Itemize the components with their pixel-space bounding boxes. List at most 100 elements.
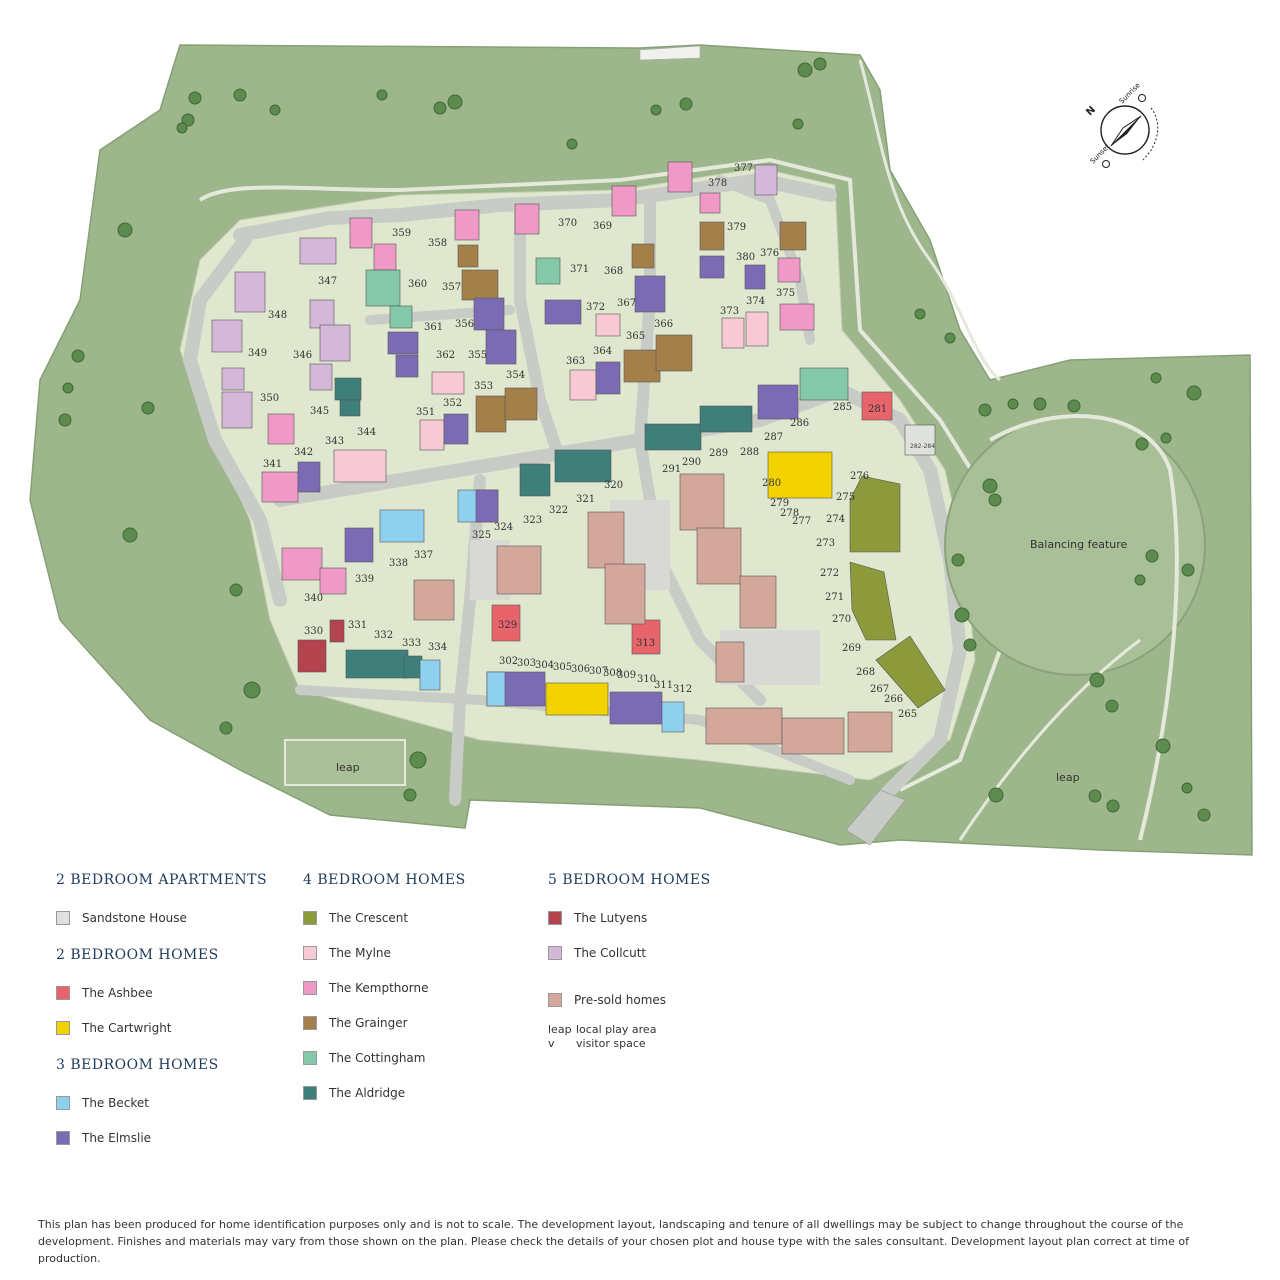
plot-label: 378 xyxy=(708,178,727,189)
plot-label: 333 xyxy=(402,638,421,649)
plot-label: 309 xyxy=(617,670,636,681)
legend-heading: 2 BEDROOM HOMES xyxy=(56,947,219,963)
plot-label: 272 xyxy=(820,568,839,579)
legend-swatch xyxy=(303,1015,317,1030)
plot-label: 366 xyxy=(654,319,673,330)
legend-label: The Cartwright xyxy=(82,1020,172,1035)
legend-item: The Cottingham xyxy=(303,1040,466,1075)
disclaimer-text: This plan has been produced for home ide… xyxy=(38,1218,1189,1265)
plot-label: 374 xyxy=(746,296,765,307)
plot-label: 347 xyxy=(318,276,337,287)
abbreviation-meaning: local play area xyxy=(576,1023,657,1036)
sunrise-sun-icon xyxy=(1138,94,1146,102)
legend-heading: 3 BEDROOM HOMES xyxy=(56,1057,219,1073)
plot-label: 375 xyxy=(776,288,795,299)
legend-item: The Aldridge xyxy=(303,1075,466,1110)
balancing-feature-label: Balancing feature xyxy=(1030,538,1128,551)
plot-label: 348 xyxy=(268,310,287,321)
plot-label: 355 xyxy=(468,350,487,361)
plot-label: 285 xyxy=(833,402,852,413)
plot-label: 361 xyxy=(424,322,443,333)
plot-label: 268 xyxy=(856,667,875,678)
abbreviation-code: leap xyxy=(548,1023,572,1036)
plot-label: 266 xyxy=(884,694,903,705)
leap-west-label: leap xyxy=(336,761,360,774)
plot-label: 274 xyxy=(826,514,845,525)
plot-label: 329 xyxy=(498,620,517,631)
legend-swatch xyxy=(56,985,70,1000)
plot-label: 337 xyxy=(414,550,433,561)
east-leap-path xyxy=(958,638,1141,841)
plot-label: 312 xyxy=(673,684,692,695)
plot-label: 339 xyxy=(355,574,374,585)
legend-swatch xyxy=(303,980,317,995)
legend-swatch xyxy=(56,910,70,925)
plot-label: 281 xyxy=(868,404,887,415)
abbreviation-meaning: visitor space xyxy=(576,1037,646,1050)
plot-label: 273 xyxy=(816,538,835,549)
compass-sunset-label: Sunset xyxy=(1089,143,1112,166)
plot-label: 310 xyxy=(637,674,656,685)
legend-two-bed: 2 BEDROOM HOMES The Ashbee The Cartwrigh… xyxy=(56,947,267,1045)
legend-heading: 4 BEDROOM HOMES xyxy=(303,872,466,888)
plot-label: 288 xyxy=(740,447,759,458)
compass-rose: N Sunrise Sunset xyxy=(1084,81,1159,168)
legend-label: The Lutyens xyxy=(574,910,648,925)
legend-five-bed: 5 BEDROOM HOMES The Lutyens The Collcutt xyxy=(548,872,711,970)
plot-label: 323 xyxy=(523,515,542,526)
legend-label: The Becket xyxy=(82,1095,149,1110)
plot-label: 324 xyxy=(494,522,513,533)
legend-swatch xyxy=(548,992,562,1007)
legend-item: The Ashbee xyxy=(56,975,267,1010)
house-blocks xyxy=(211,161,946,755)
plot-label: 291 xyxy=(662,464,681,475)
plot-label: 344 xyxy=(357,427,376,438)
plot-label: 341 xyxy=(263,459,282,470)
legend-presold: Pre-sold homes xyxy=(548,982,711,1017)
plot-label: 351 xyxy=(416,407,435,418)
plot-label: 302 xyxy=(499,656,518,667)
sun-path-arc-icon xyxy=(1142,107,1159,161)
legend-four-bed: 4 BEDROOM HOMES The Crescent The Mylne T… xyxy=(303,872,466,1110)
legend-swatch xyxy=(56,1095,70,1110)
plot-label: 286 xyxy=(790,418,809,429)
plot-label: 279 xyxy=(770,498,789,509)
plot-label: 350 xyxy=(260,393,279,404)
plot-label: 305 xyxy=(553,662,572,673)
legend-item: The Elmslie xyxy=(56,1120,267,1155)
plot-label: 376 xyxy=(760,248,779,259)
plot-label: 330 xyxy=(304,626,323,637)
legend-item: The Kempthorne xyxy=(303,970,466,1005)
plot-label: 359 xyxy=(392,228,411,239)
legend-swatch xyxy=(303,1085,317,1100)
plot-label: 290 xyxy=(682,457,701,468)
legend-swatch xyxy=(303,1050,317,1065)
legend-label: The Elmslie xyxy=(82,1130,152,1145)
plot-numbers: 377 378 379 376 380 374 375 373 370 369 … xyxy=(248,163,935,720)
plot-label: 360 xyxy=(408,279,427,290)
plot-label: 334 xyxy=(428,642,447,653)
legend-label: Pre-sold homes xyxy=(574,992,667,1007)
plot-label: 325 xyxy=(472,530,491,541)
legend-heading: 5 BEDROOM HOMES xyxy=(548,872,711,888)
north-gateway xyxy=(639,45,701,61)
plot-label: 270 xyxy=(832,614,851,625)
sunset-sun-icon xyxy=(1102,160,1110,168)
plot-label: 368 xyxy=(604,266,623,277)
plot-label: 356 xyxy=(455,319,474,330)
plot-label: 331 xyxy=(348,620,367,631)
legend-label: The Kempthorne xyxy=(329,980,429,995)
compass-sunrise-label: Sunrise xyxy=(1118,81,1142,105)
plot-label: 340 xyxy=(304,593,323,604)
plot-label: 321 xyxy=(576,494,595,505)
legend-abbreviations: leap local play area v visitor space xyxy=(548,1023,711,1051)
plot-label: 342 xyxy=(294,447,313,458)
legend-apartments: 2 BEDROOM APARTMENTS Sandstone House xyxy=(56,872,267,935)
leap-west-area xyxy=(284,739,406,786)
plot-label: 276 xyxy=(850,471,869,482)
plot-label: 362 xyxy=(436,350,455,361)
trees xyxy=(58,57,1211,822)
plot-label: 354 xyxy=(506,370,525,381)
compass-circle-icon xyxy=(1100,105,1150,155)
plot-label: 371 xyxy=(570,264,589,275)
